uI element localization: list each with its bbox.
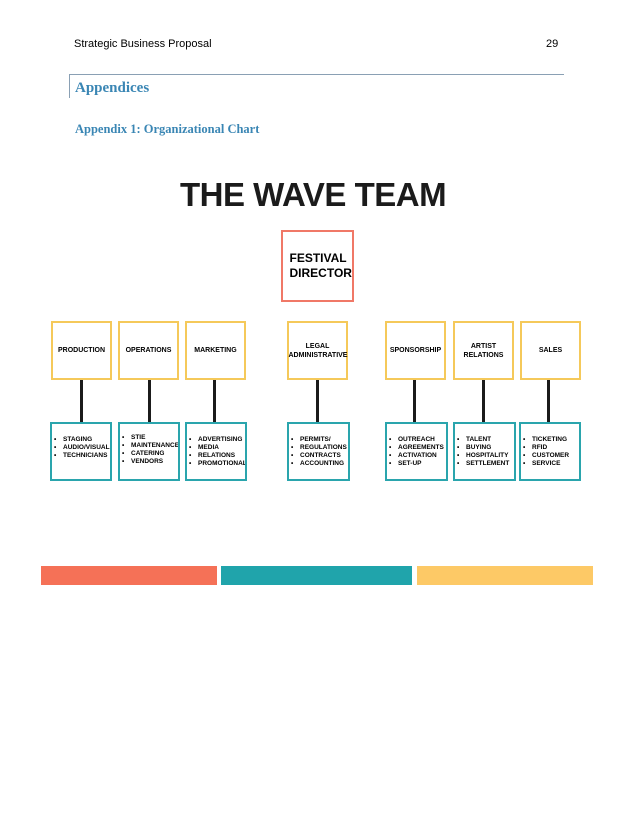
org-chart-title: THE WAVE TEAM xyxy=(180,176,447,213)
department-label: SALES xyxy=(538,347,563,354)
header-divider xyxy=(69,74,564,75)
duty-item: SET-UP xyxy=(389,460,446,468)
duties-box-artist-relations: TALENT BUYING HOSPITALITY SETTLEMENT xyxy=(453,422,516,481)
header-title: Strategic Business Proposal xyxy=(74,38,212,50)
duty-item: MAINTENANCE xyxy=(122,442,178,450)
department-label: ARTIST RELATIONS xyxy=(463,342,504,359)
department-box-legal: LEGAL ADMINISTRATIVE xyxy=(287,321,348,380)
connector-line xyxy=(482,380,485,422)
department-label: SPONSORSHIP xyxy=(389,347,442,354)
duty-item: BUYING xyxy=(457,444,514,452)
duty-item: RELATIONS xyxy=(189,452,245,460)
department-box-sponsorship: SPONSORSHIP xyxy=(385,321,446,380)
duty-item: AGREEMENTS xyxy=(389,444,446,452)
department-box-production: PRODUCTION xyxy=(51,321,112,380)
department-box-marketing: MARKETING xyxy=(185,321,246,380)
duty-item: REGULATIONS xyxy=(291,444,348,452)
department-label: LEGAL ADMINISTRATIVE xyxy=(288,342,348,359)
department-box-sales: SALES xyxy=(520,321,581,380)
duties-box-operations: STIE MAINTENANCE CATERING VENDORS xyxy=(118,422,180,481)
duties-box-marketing: ADVERTISING MEDIA RELATIONS PROMOTIONAL xyxy=(185,422,247,481)
footer-bar-yellow xyxy=(417,566,593,585)
connector-line xyxy=(316,380,319,422)
duty-item: PERMITS/ xyxy=(291,436,348,444)
subsection-title: Appendix 1: Organizational Chart xyxy=(75,122,260,136)
duty-item: RFID xyxy=(523,444,579,452)
connector-line xyxy=(413,380,416,422)
duty-item: TECHNICIANS xyxy=(54,452,110,460)
duties-box-legal: PERMITS/ REGULATIONS CONTRACTS ACCOUNTIN… xyxy=(287,422,350,481)
section-title: Appendices xyxy=(75,80,150,96)
footer-bar-teal xyxy=(221,566,412,585)
department-label: PRODUCTION xyxy=(57,347,106,354)
duty-item: CUSTOMER xyxy=(523,452,579,460)
department-label: MARKETING xyxy=(194,347,237,354)
connector-line xyxy=(213,380,216,422)
connector-line xyxy=(547,380,550,422)
duty-item: OUTREACH xyxy=(389,436,446,444)
duty-item: PROMOTIONAL xyxy=(189,460,245,468)
department-box-artist-relations: ARTIST RELATIONS xyxy=(453,321,514,380)
duty-item: HOSPITALITY xyxy=(457,452,514,460)
duties-box-sales: TICKETING RFID CUSTOMER SERVICE xyxy=(519,422,581,481)
director-label: FESTIVAL DIRECTOR xyxy=(289,251,352,280)
department-box-operations: OPERATIONS xyxy=(118,321,179,380)
duty-item: STAGING xyxy=(54,436,110,444)
duty-item: MEDIA xyxy=(189,444,245,452)
duty-item: ACCOUNTING xyxy=(291,460,348,468)
director-box: FESTIVAL DIRECTOR xyxy=(281,230,354,302)
department-label: OPERATIONS xyxy=(125,347,172,354)
duty-item: SETTLEMENT xyxy=(457,460,514,468)
duty-item: ACTIVATION xyxy=(389,452,446,460)
page-number: 29 xyxy=(546,38,559,50)
duties-box-production: STAGING AUDIO/VISUAL TECHNICIANS xyxy=(50,422,112,481)
duty-item: TALENT xyxy=(457,436,514,444)
connector-line xyxy=(148,380,151,422)
duty-item: TICKETING xyxy=(523,436,579,444)
duty-item: VENDORS xyxy=(122,458,178,466)
duty-item: CATERING xyxy=(122,450,178,458)
duty-item: CONTRACTS xyxy=(291,452,348,460)
duty-item: ADVERTISING xyxy=(189,436,245,444)
duties-box-sponsorship: OUTREACH AGREEMENTS ACTIVATION SET-UP xyxy=(385,422,448,481)
footer-bar-coral xyxy=(41,566,217,585)
duty-item: SERVICE xyxy=(523,460,579,468)
duty-item: AUDIO/VISUAL xyxy=(54,444,110,452)
duty-item: STIE xyxy=(122,434,178,442)
connector-line xyxy=(80,380,83,422)
section-marker-line xyxy=(69,74,70,98)
